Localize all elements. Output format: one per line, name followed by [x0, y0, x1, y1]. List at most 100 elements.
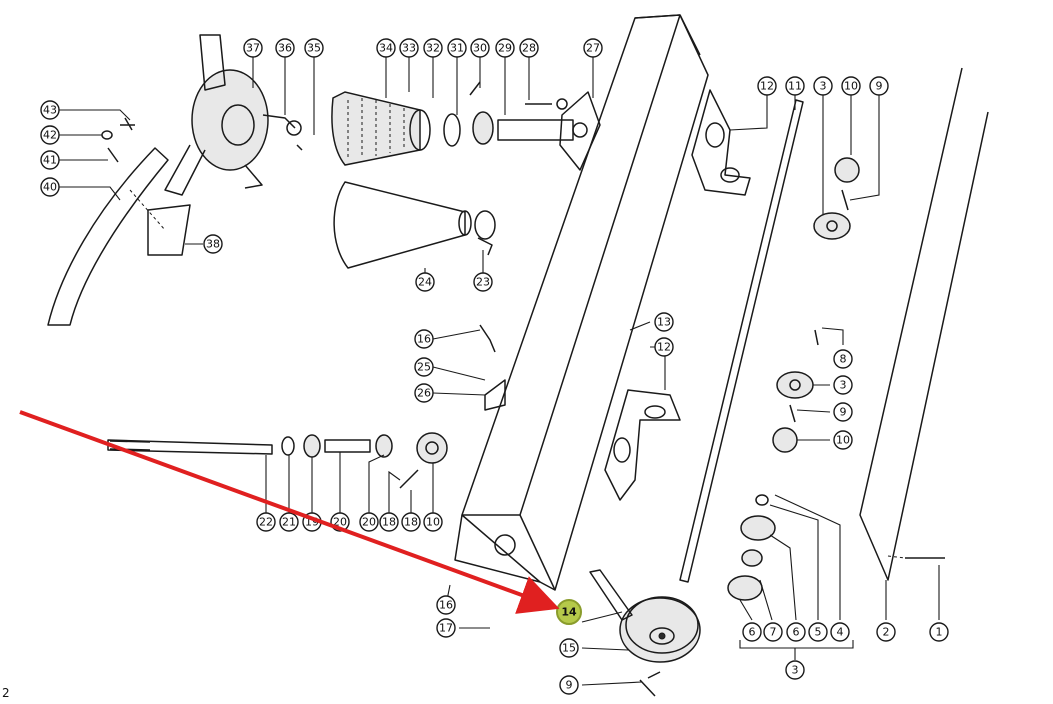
callout-24[interactable]: 23 — [473, 272, 493, 292]
callout-28[interactable]: 27 — [583, 38, 603, 58]
svg-text:40: 40 — [43, 181, 57, 194]
arm-part — [589, 569, 633, 621]
callout-4[interactable]: 4 — [830, 622, 850, 642]
callout-36[interactable]: 35 — [304, 38, 324, 58]
callout-38[interactable]: 37 — [243, 38, 263, 58]
svg-text:30: 30 — [473, 42, 487, 55]
svg-text:22: 22 — [259, 516, 273, 529]
callout-42[interactable]: 41 — [40, 150, 60, 170]
callout-35[interactable]: 34 — [376, 38, 396, 58]
bushing-part — [375, 434, 393, 458]
callout-3-mid[interactable]: 3 — [833, 375, 853, 395]
clip-plate-part — [484, 379, 506, 411]
callout-40[interactable]: 43 — [40, 100, 60, 120]
callout-12-lower[interactable]: 12 — [654, 337, 674, 357]
nut-part — [101, 130, 113, 140]
svg-text:15: 15 — [562, 642, 576, 655]
callout-29[interactable]: 28 — [519, 38, 539, 58]
callout-34[interactable]: 33 — [399, 38, 419, 58]
callout-43[interactable]: 40 — [40, 177, 60, 197]
svg-text:13: 13 — [657, 316, 671, 329]
callout-15[interactable]: 15 — [559, 638, 579, 658]
flange-bearing-part — [776, 371, 814, 399]
callout-32[interactable]: 31 — [447, 38, 467, 58]
nut-part — [755, 494, 769, 506]
callout-33[interactable]: 32 — [423, 38, 443, 58]
blade-arm-part — [47, 147, 191, 326]
bolt-part — [814, 329, 819, 346]
bracket-lower-part — [604, 389, 681, 501]
callout-26[interactable]: 25 — [414, 357, 434, 377]
svg-text:8: 8 — [840, 353, 847, 366]
cone-part — [333, 181, 472, 269]
bracket-upper-part — [691, 89, 751, 196]
callout-22[interactable]: 21 — [279, 512, 299, 532]
callout-31[interactable]: 30 — [470, 38, 490, 58]
callout-23[interactable]: 22 — [256, 512, 276, 532]
callout-8[interactable]: 8 — [833, 349, 853, 369]
callout-7[interactable]: 7 — [763, 622, 783, 642]
svg-text:24: 24 — [418, 276, 432, 289]
callout-39[interactable]: 38 — [203, 234, 223, 254]
bellows-part — [331, 91, 431, 166]
callout-11[interactable]: 11 — [785, 76, 805, 96]
nut-part — [556, 98, 568, 110]
callout-3-top[interactable]: 3 — [813, 76, 833, 96]
callout-37[interactable]: 36 — [275, 38, 295, 58]
callout-1[interactable]: 1 — [929, 622, 949, 642]
clamp-part — [474, 210, 496, 256]
spinner-disc-part — [164, 34, 269, 196]
callout-16-upper[interactable]: 16 — [414, 329, 434, 349]
svg-text:29: 29 — [498, 42, 512, 55]
svg-text:12: 12 — [760, 80, 774, 93]
svg-text:17: 17 — [439, 622, 453, 635]
svg-text:3: 3 — [820, 80, 827, 93]
callout-10-top[interactable]: 10 — [841, 76, 861, 96]
callout-10-gear[interactable]: 10 — [423, 512, 443, 532]
callout-6-right[interactable]: 6 — [786, 622, 806, 642]
svg-text:21: 21 — [282, 516, 296, 529]
pointer-arrow — [19, 410, 560, 614]
callout-3-group[interactable]: 3 — [785, 660, 805, 680]
callout-5[interactable]: 5 — [808, 622, 828, 642]
callout-19[interactable]: 18 — [379, 512, 399, 532]
callout-9-bottom[interactable]: 9 — [559, 675, 579, 695]
snap-ring-part — [281, 436, 295, 456]
svg-text:25: 25 — [417, 361, 431, 374]
callout-13[interactable]: 13 — [654, 312, 674, 332]
callout-30[interactable]: 29 — [495, 38, 515, 58]
svg-text:9: 9 — [840, 406, 847, 419]
svg-text:2: 2 — [883, 626, 890, 639]
svg-text:38: 38 — [206, 238, 220, 251]
callout-14-highlighted[interactable]: 14 — [556, 599, 582, 625]
svg-text:9: 9 — [566, 679, 573, 692]
svg-text:34: 34 — [379, 42, 393, 55]
callout-16-lower[interactable]: 16 — [436, 595, 456, 615]
callout-25[interactable]: 24 — [415, 272, 435, 292]
gear-part — [834, 157, 860, 183]
svg-text:33: 33 — [402, 42, 416, 55]
callout-9-top[interactable]: 9 — [869, 76, 889, 96]
svg-text:5: 5 — [815, 626, 822, 639]
pin-part — [296, 144, 303, 151]
callout-17[interactable]: 17 — [436, 618, 456, 638]
callout-20-right[interactable]: 20 — [359, 512, 379, 532]
svg-text:1: 1 — [936, 626, 943, 639]
callout-9-mid[interactable]: 9 — [833, 402, 853, 422]
svg-text:16: 16 — [417, 333, 431, 346]
svg-text:3: 3 — [792, 664, 799, 677]
callout-2[interactable]: 2 — [876, 622, 896, 642]
callout-41[interactable]: 42 — [40, 125, 60, 145]
callout-18[interactable]: 18 — [401, 512, 421, 532]
flange-bearing-part — [813, 212, 851, 240]
callout-6-left[interactable]: 6 — [742, 622, 762, 642]
callout-10-mid[interactable]: 10 — [833, 430, 853, 450]
bevel-gear-part — [416, 432, 448, 464]
callout-27[interactable]: 26 — [414, 383, 434, 403]
svg-text:6: 6 — [749, 626, 756, 639]
bearing-part — [303, 434, 321, 458]
svg-text:3: 3 — [840, 379, 847, 392]
callout-12-upper[interactable]: 12 — [757, 76, 777, 96]
svg-text:43: 43 — [43, 104, 57, 117]
svg-text:20: 20 — [333, 516, 347, 529]
